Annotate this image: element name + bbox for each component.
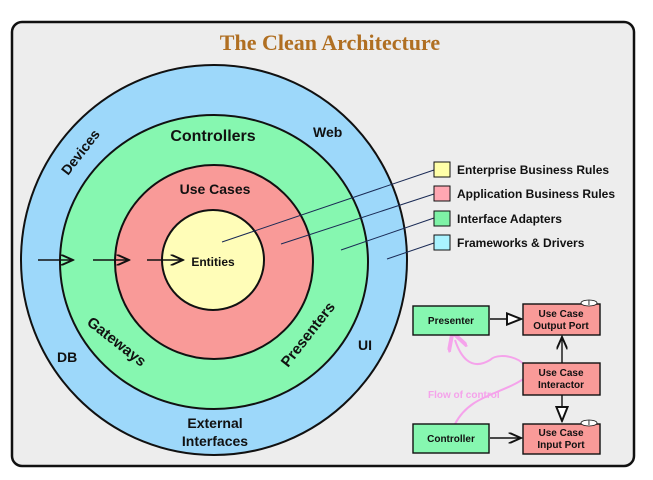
presenter-label: Presenter [428, 316, 474, 327]
interactor-label: Use Case [538, 368, 583, 379]
output-port-label: Output Port [533, 321, 589, 332]
input-port-label: Input Port [537, 440, 585, 451]
legend: Enterprise Business Rules Application Bu… [433, 161, 615, 251]
interactor-box [522, 362, 601, 396]
controller-box [412, 423, 490, 454]
controller-label: Controller [427, 434, 475, 445]
legend-swatch-enterprise [433, 161, 451, 178]
label-entities: Entities [191, 255, 235, 269]
label-controllers: Controllers [170, 128, 255, 145]
legend-label: Enterprise Business Rules [457, 163, 609, 177]
input-port-box [522, 423, 601, 455]
interface-marker [580, 419, 598, 427]
legend-swatch-adapters [433, 210, 451, 227]
label-external: External [187, 415, 242, 431]
input-port-label: Use Case [538, 428, 583, 439]
flow-of-control-diagram: Flow of control Presenter Controller Use… [412, 299, 601, 455]
legend-label: Application Business Rules [457, 187, 615, 201]
flow-of-control-curve [455, 340, 528, 425]
legend-leader-lines [221, 169, 435, 260]
interface-marker-label: I [588, 301, 590, 307]
interface-marker-label: I [588, 421, 590, 427]
legend-swatch-application [433, 185, 451, 202]
label-interfaces: Interfaces [182, 433, 248, 449]
legend-label: Frameworks & Drivers [457, 236, 585, 250]
label-use-cases: Use Cases [180, 181, 251, 197]
interactor-label: Interactor [538, 380, 584, 391]
flow-of-control-label: Flow of control [428, 390, 500, 401]
legend-swatch-frameworks [433, 234, 451, 251]
title: The Clean Architecture [220, 30, 441, 55]
interface-marker [580, 299, 598, 307]
presenter-box [412, 305, 490, 336]
label-web: Web [313, 124, 342, 140]
output-port-box [522, 303, 601, 336]
output-port-label: Use Case [538, 309, 583, 320]
label-ui: UI [358, 337, 372, 353]
label-db: DB [57, 349, 77, 365]
legend-label: Interface Adapters [457, 212, 562, 226]
